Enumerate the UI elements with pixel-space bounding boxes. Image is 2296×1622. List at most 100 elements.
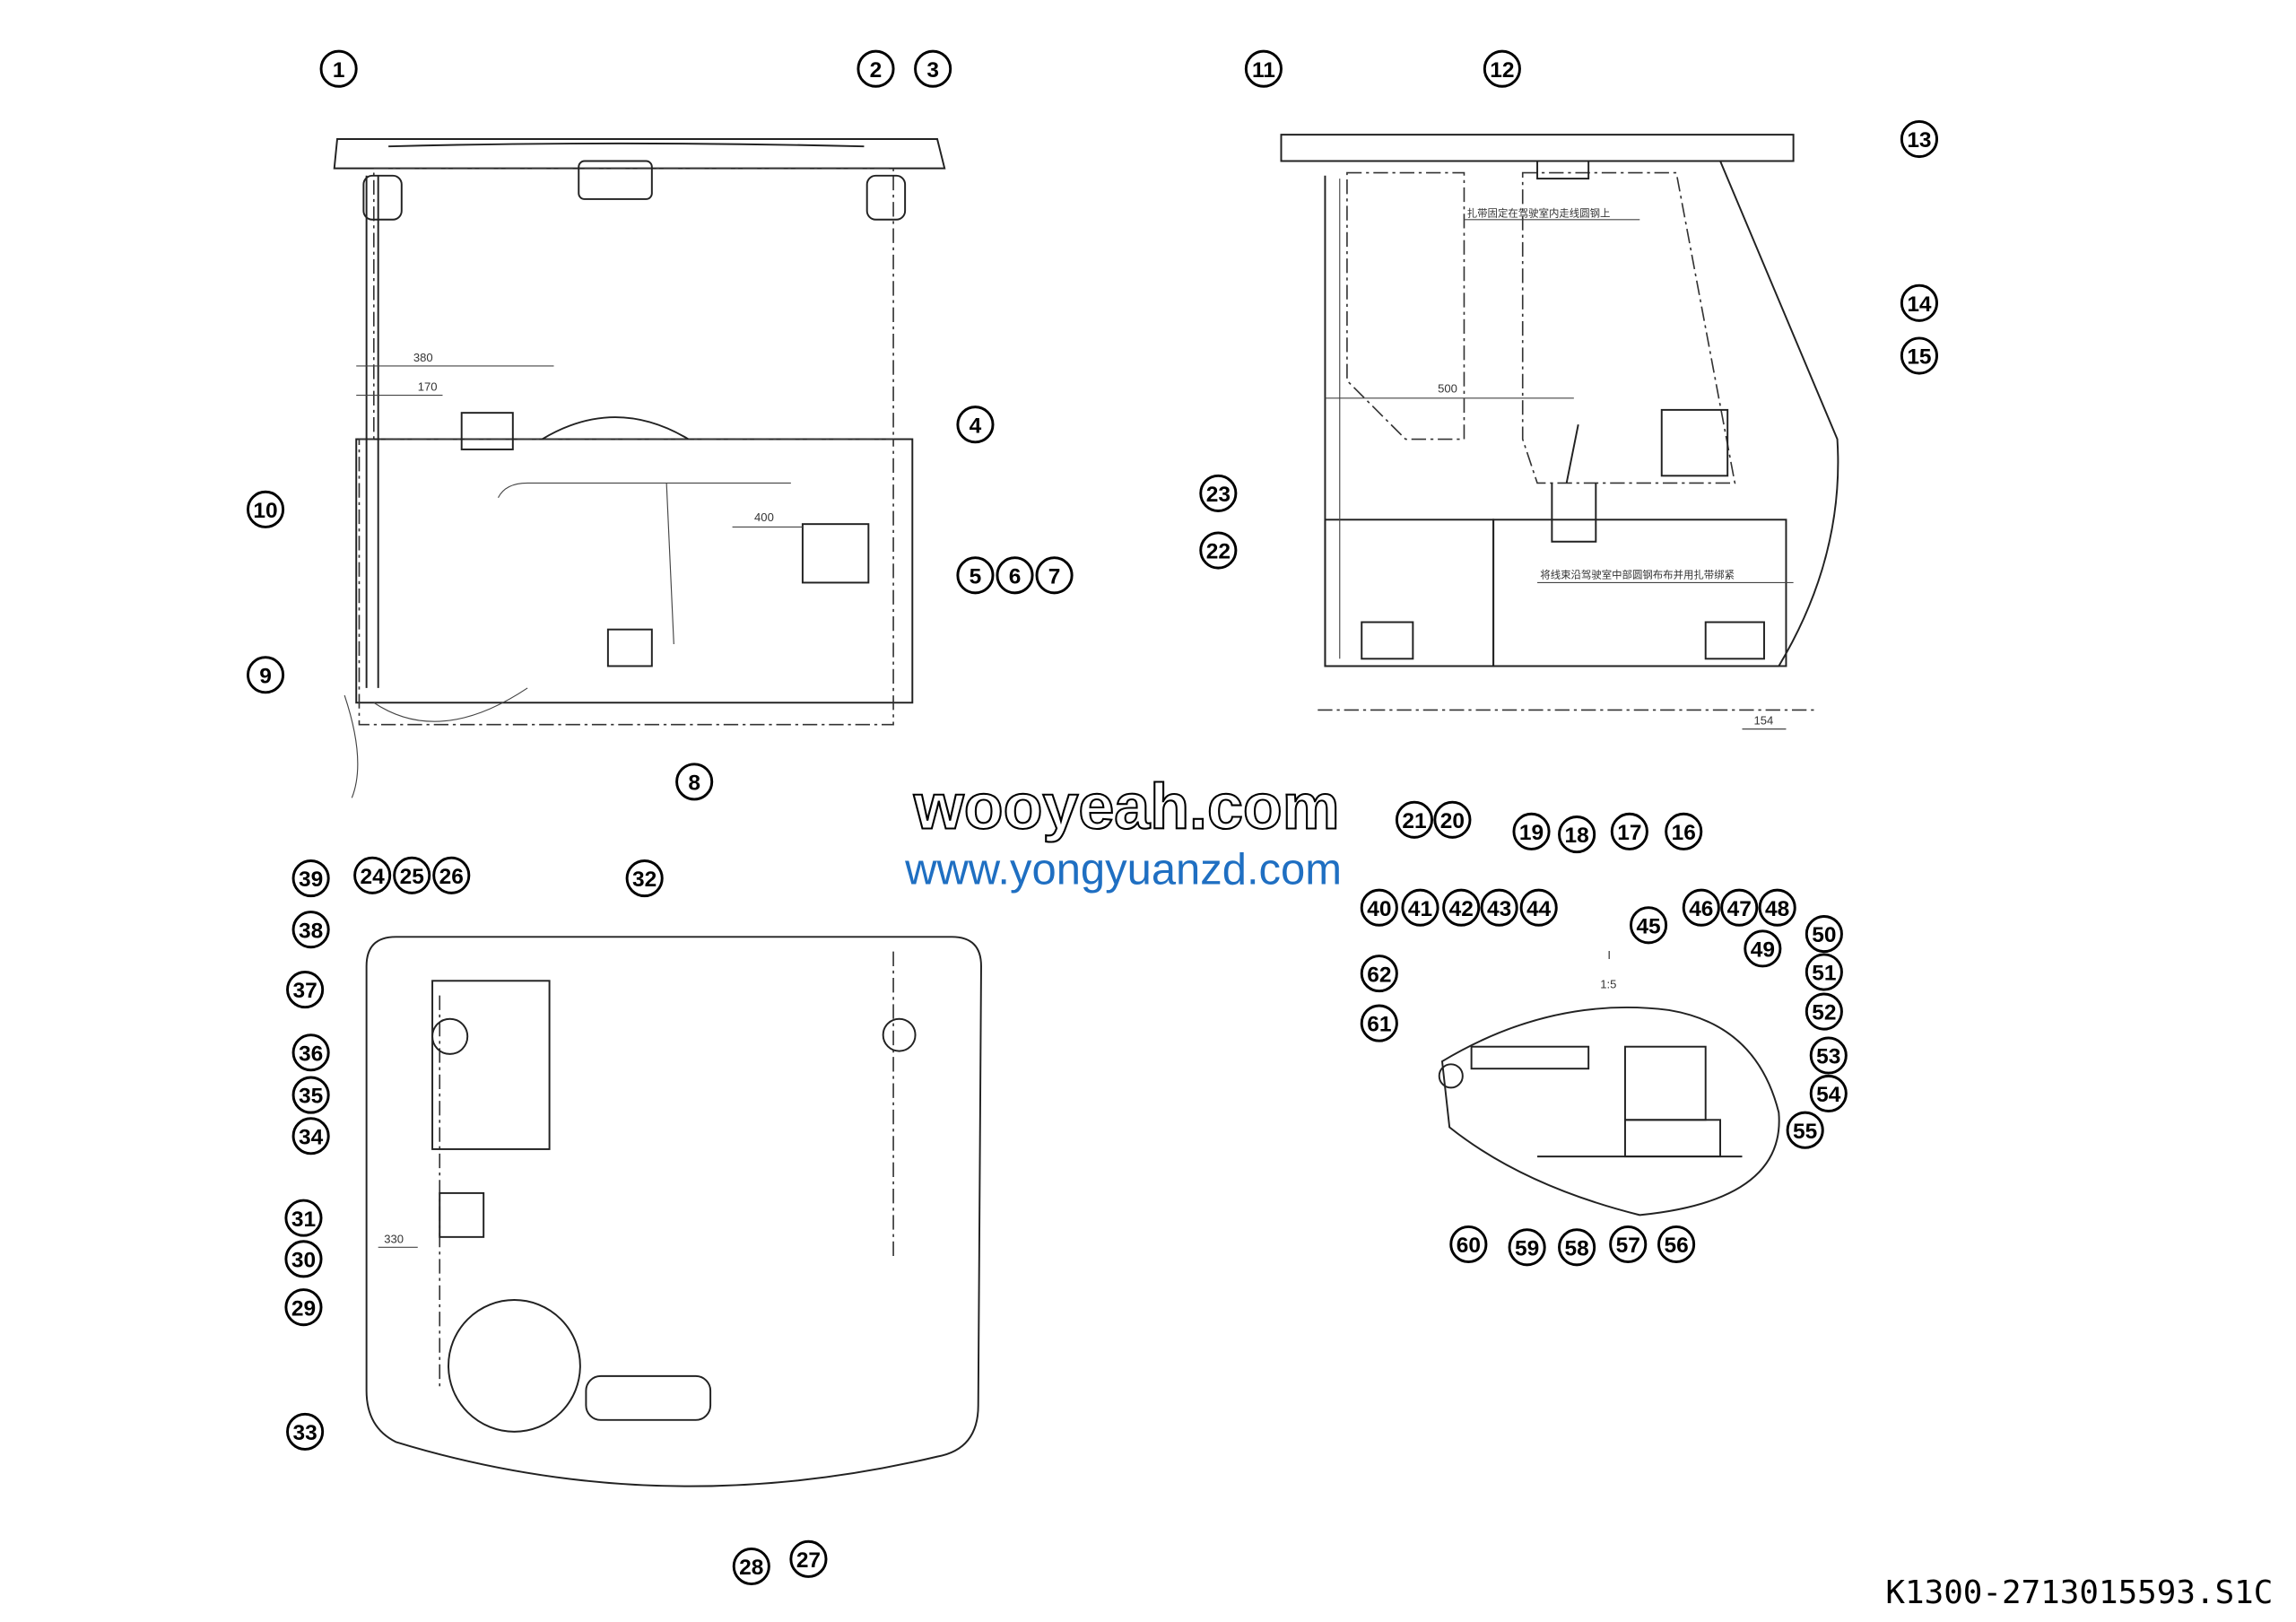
balloon-circle <box>732 1547 770 1586</box>
balloon-54: 54 <box>1809 1074 1848 1112</box>
balloon-circle <box>246 490 285 528</box>
balloon-number: 11 <box>1252 58 1275 83</box>
balloon-32: 32 <box>625 859 664 898</box>
balloon-34: 34 <box>291 1117 330 1155</box>
balloon-number: 22 <box>1206 540 1231 564</box>
balloon-24: 24 <box>353 856 392 894</box>
balloon-circle <box>1360 888 1398 927</box>
balloon-number: 33 <box>292 1421 317 1445</box>
balloon-circle <box>625 859 664 898</box>
balloon-number: 50 <box>1812 923 1836 947</box>
balloon-19: 19 <box>1512 812 1551 850</box>
balloon-circle <box>319 49 358 88</box>
balloon-60: 60 <box>1449 1225 1488 1264</box>
balloon-circle <box>1665 812 1703 850</box>
balloon-circle <box>1805 915 1843 954</box>
balloon-number: 15 <box>1907 345 1931 370</box>
balloon-number: 23 <box>1206 483 1231 507</box>
balloon-circle <box>1744 929 1782 968</box>
balloon-number: 31 <box>291 1208 316 1232</box>
balloon-53: 53 <box>1809 1036 1848 1075</box>
balloon-30: 30 <box>284 1240 323 1278</box>
balloon-circle <box>675 763 714 801</box>
balloon-56: 56 <box>1657 1225 1696 1264</box>
balloon-7: 7 <box>1035 556 1074 595</box>
balloon-26: 26 <box>432 856 471 894</box>
balloon-number: 16 <box>1672 821 1696 845</box>
balloon-circle <box>1558 1228 1596 1267</box>
balloon-circle <box>1805 992 1843 1031</box>
balloon-number: 5 <box>970 564 982 589</box>
dimension-380: 380 <box>413 351 433 364</box>
balloon-62: 62 <box>1360 955 1398 993</box>
balloon-number: 14 <box>1907 292 1932 317</box>
balloon-number: 19 <box>1519 821 1544 845</box>
watermark-blue: www.yongyuanzd.com <box>904 846 1342 894</box>
balloon-circle <box>1244 49 1283 88</box>
balloon-circle <box>286 971 325 1009</box>
balloon-13: 13 <box>1900 119 1938 159</box>
balloon-11: 11 <box>1244 49 1283 88</box>
balloon-46: 46 <box>1682 888 1720 927</box>
balloon-45: 45 <box>1630 906 1668 945</box>
balloon-8: 8 <box>675 763 714 801</box>
balloon-4: 4 <box>956 406 995 444</box>
balloon-circle <box>291 1117 330 1155</box>
balloon-circle <box>956 406 995 444</box>
balloon-number: 47 <box>1727 897 1752 921</box>
balloon-circle <box>1360 955 1398 993</box>
balloon-9: 9 <box>246 656 285 694</box>
balloon-circle <box>284 1288 323 1327</box>
balloon-circle <box>1519 888 1558 927</box>
balloon-circle <box>291 859 330 898</box>
balloon-circle <box>1512 812 1551 850</box>
dimension-500: 500 <box>1438 381 1457 395</box>
balloon-number: 36 <box>299 1042 323 1066</box>
balloon-circle <box>1809 1074 1848 1112</box>
balloon-12: 12 <box>1483 49 1521 88</box>
balloon-circle <box>1805 953 1843 991</box>
balloon-number: 10 <box>253 499 277 523</box>
balloon-47: 47 <box>1720 888 1759 927</box>
note-tie-wrap: 扎带固定在驾驶室内走线圆钢上 <box>1467 207 1611 220</box>
balloon-16: 16 <box>1665 812 1703 850</box>
balloon-22: 22 <box>1199 531 1238 570</box>
detail-label: I <box>1607 948 1611 962</box>
balloon-number: 17 <box>1617 821 1641 845</box>
balloon-number: 12 <box>1490 58 1514 83</box>
balloon-circle <box>1480 888 1518 927</box>
balloon-51: 51 <box>1805 953 1843 991</box>
balloon-59: 59 <box>1508 1228 1546 1267</box>
balloon-52: 52 <box>1805 992 1843 1031</box>
balloon-43: 43 <box>1480 888 1518 927</box>
drawing-code: K1300-2713015593.S1C <box>1885 1574 2273 1611</box>
balloon-number: 49 <box>1751 938 1775 963</box>
dimension-330: 330 <box>384 1232 404 1245</box>
balloon-57: 57 <box>1609 1225 1648 1264</box>
balloon-number: 60 <box>1457 1234 1481 1258</box>
balloon-number: 38 <box>299 919 323 943</box>
balloon-number: 51 <box>1812 962 1836 986</box>
balloon-number: 35 <box>299 1085 323 1109</box>
balloon-number: 4 <box>970 414 982 438</box>
balloon-circle <box>1900 336 1938 375</box>
balloon-number: 39 <box>299 868 323 892</box>
top-view: 330 <box>365 936 982 1487</box>
balloon-number: 9 <box>259 664 272 688</box>
balloon-number: 27 <box>796 1548 821 1573</box>
balloon-circle <box>1900 283 1938 322</box>
balloon-circle <box>789 1539 828 1578</box>
balloon-circle <box>996 556 1034 595</box>
balloon-20: 20 <box>1433 800 1472 839</box>
balloon-18: 18 <box>1558 815 1596 854</box>
balloon-number: 53 <box>1816 1045 1840 1069</box>
balloon-number: 20 <box>1440 809 1465 833</box>
balloon-circle <box>291 1076 330 1114</box>
balloon-circle <box>1401 888 1439 927</box>
balloon-circle <box>284 1240 323 1278</box>
balloon-15: 15 <box>1900 336 1938 375</box>
balloon-50: 50 <box>1805 915 1843 954</box>
balloon-number: 44 <box>1526 897 1552 921</box>
balloon-1: 1 <box>319 49 358 88</box>
